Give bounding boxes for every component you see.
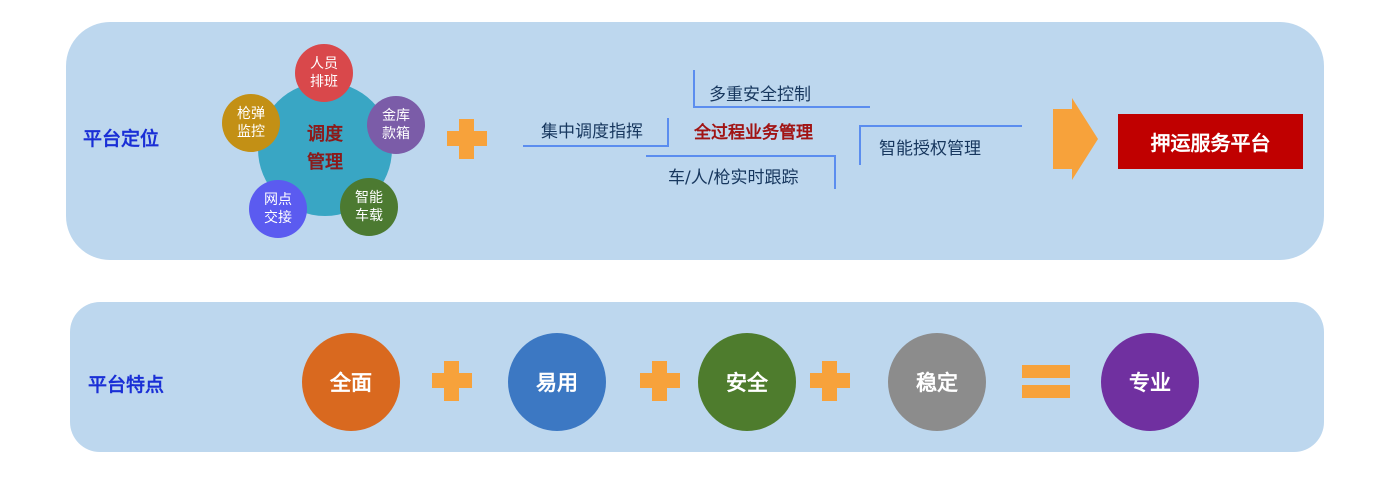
satellite-staff-scheduling: 人员 排班: [295, 44, 353, 102]
satellite-line: 智能: [355, 189, 383, 206]
feature-security: 安全: [698, 333, 796, 431]
satellite-line: 枪弹: [237, 105, 265, 122]
feature-usability: 易用: [508, 333, 606, 431]
dispatch-command-text: 集中调度指挥: [541, 122, 643, 142]
satellite-branch-handover: 网点 交接: [249, 180, 307, 238]
satellite-weapon-monitoring: 枪弹 监控: [222, 94, 280, 152]
satellite-vault-boxes: 金库 款箱: [367, 96, 425, 154]
satellite-smart-vehicle: 智能 车载: [340, 178, 398, 236]
right-arrow-icon: [1053, 98, 1098, 180]
process-management-text: 全过程业务管理: [694, 123, 813, 143]
connector-dispatch: [523, 118, 669, 147]
satellite-line: 车载: [355, 208, 383, 224]
satellite-line: 网点: [264, 191, 292, 208]
satellite-line: 人员: [310, 55, 338, 72]
feature-stability: 稳定: [888, 333, 986, 431]
satellite-line: 监控: [237, 124, 265, 140]
feature-professional: 专业: [1101, 333, 1199, 431]
satellite-line: 排班: [310, 74, 338, 90]
satellite-line: 款箱: [382, 126, 410, 142]
security-control-text: 多重安全控制: [709, 85, 811, 105]
connector-auth: [859, 125, 1022, 165]
feature-comprehensive: 全面: [302, 333, 400, 431]
realtime-tracking-text: 车/人/枪实时跟踪: [668, 168, 799, 188]
positioning-label: 平台定位: [83, 128, 160, 150]
connector-tracking: [646, 155, 836, 189]
hub-line-2: 管理: [307, 152, 343, 173]
hub-line-1: 调度: [307, 124, 343, 146]
satellite-line: 交接: [264, 210, 292, 226]
satellite-line: 金库: [382, 107, 410, 124]
escort-service-platform: 押运服务平台: [1118, 114, 1303, 169]
features-label: 平台特点: [88, 374, 165, 396]
auth-management-text: 智能授权管理: [879, 139, 981, 159]
connector-security: [693, 70, 870, 108]
